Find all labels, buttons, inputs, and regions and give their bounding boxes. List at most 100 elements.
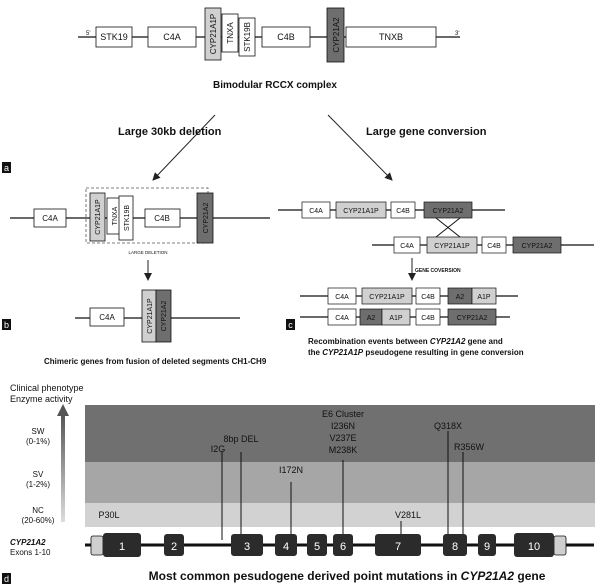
three-prime-label: 3' — [455, 31, 459, 37]
r1-c4a: C4A — [335, 294, 349, 301]
exon-9: 9 — [478, 534, 496, 556]
exon-7: 7 — [375, 534, 421, 556]
exons-label: Exons 1-10 — [10, 548, 51, 557]
r2-a2: A2 — [367, 315, 376, 322]
c-bot-c4b: C4B — [487, 243, 501, 250]
mutation-v237e: V237E — [329, 433, 356, 443]
svg-text:STK19: STK19 — [100, 32, 128, 42]
svg-text:5: 5 — [314, 541, 320, 553]
c-bot-cyp21a1p: CYP21A1P — [434, 243, 470, 250]
c-top-c4b: C4B — [396, 208, 410, 215]
exon-4: 4 — [275, 534, 297, 556]
svg-text:4: 4 — [283, 541, 289, 553]
svg-text:C4A: C4A — [99, 313, 115, 322]
gene-cyp21a1p: CYP21A1P — [204, 7, 222, 61]
enzyme-activity-header: Enzyme activity — [10, 394, 73, 404]
arrow-right — [327, 114, 393, 181]
b-gene-cyp21a2: CYP21A2 — [196, 192, 214, 244]
deletion-box — [85, 187, 209, 244]
mutation-8bp-del: 8bp DEL — [223, 434, 258, 444]
b-gene-c4a: C4A — [33, 208, 67, 228]
large-gene-conversion-label: Large gene conversion — [366, 126, 487, 138]
svg-text:STK19B: STK19B — [243, 22, 252, 52]
svg-text:8: 8 — [452, 541, 458, 553]
large-deletion-label: Large 30kb deletion — [118, 126, 222, 138]
svg-text:6: 6 — [340, 541, 346, 553]
utr-3prime — [553, 535, 567, 556]
svg-text:CYP21A1P: CYP21A1P — [209, 14, 218, 54]
panel-b-caption: Chimeric genes from fusion of deleted se… — [44, 357, 267, 366]
svg-text:3: 3 — [244, 541, 250, 553]
mutation-v281l: V281L — [395, 510, 421, 520]
panel-b-label-box — [2, 319, 11, 330]
svg-text:CYP21A2: CYP21A2 — [332, 17, 341, 53]
mutation-q318x: Q318X — [434, 421, 462, 431]
gene-cyp21a2: CYP21A2 — [326, 7, 345, 63]
svg-text:2: 2 — [171, 541, 177, 553]
panel-c-label-box — [286, 319, 295, 330]
exon-2: 2 — [164, 534, 184, 556]
svg-text:TNXA: TNXA — [226, 22, 235, 44]
svg-text:STK19B: STK19B — [124, 205, 131, 231]
b-result-cyp21a1p: CYP21A1P — [141, 289, 157, 343]
panel-d-label-box — [2, 573, 11, 584]
svg-text:TNXA: TNXA — [112, 206, 119, 225]
phenotype-sw-name: SW — [32, 427, 45, 436]
svg-text:CYP21A1P: CYP21A1P — [95, 199, 102, 235]
band-nc — [85, 503, 595, 527]
b-gene-cyp21a1p: CYP21A1P — [89, 192, 106, 242]
band-sv — [85, 462, 595, 503]
exon-10: 10 — [514, 533, 554, 557]
svg-text:7: 7 — [395, 541, 401, 553]
svg-text:1: 1 — [119, 541, 125, 553]
c-bot-c4a: C4A — [400, 243, 414, 250]
b-result-c4a: C4A — [89, 307, 125, 327]
activity-scale-arrowhead — [57, 404, 69, 416]
c-top-cyp21a1p: CYP21A1P — [343, 208, 379, 215]
panel-d: Clinical phenotype Enzyme activity SW (0… — [2, 383, 595, 584]
clinical-phenotype-header: Clinical phenotype — [10, 383, 84, 393]
panel-b-label: b — [4, 320, 9, 330]
mutation-i236n: I236N — [331, 421, 355, 431]
b-gene-stk19b: STK19B — [118, 195, 134, 241]
r2-a1p: A1P — [389, 315, 403, 322]
svg-text:C4A: C4A — [163, 32, 181, 42]
svg-text:CYP21A1P: CYP21A1P — [147, 298, 154, 334]
exon-1: 1 — [103, 533, 141, 557]
c-top-cyp21a2: CYP21A2 — [433, 208, 464, 215]
b-gene-c4b: C4B — [144, 208, 181, 228]
mutation-r356w: R356W — [454, 442, 485, 452]
svg-text:TNXB: TNXB — [379, 32, 403, 42]
panel-d-label: d — [4, 574, 9, 584]
phenotype-sv-range: (1-2%) — [26, 480, 50, 489]
r2-c4b: C4B — [421, 315, 435, 322]
arrow-left — [152, 114, 216, 181]
b-result-cyp21a2: CYP21A2 — [155, 289, 172, 343]
large-deletion-label: LARGE DELETION — [128, 250, 167, 255]
r2-c4a: C4A — [335, 315, 349, 322]
rccx-title: Bimodular RCCX complex — [213, 80, 337, 91]
c-top-c4a: C4A — [309, 208, 323, 215]
gene-stk19: STK19 — [95, 26, 133, 48]
exon-3: 3 — [231, 534, 263, 556]
phenotype-sv-name: SV — [33, 470, 44, 479]
panel-c: C4A CYP21A1P C4B CYP21A2 C4A CYP21A1P C4… — [278, 201, 594, 357]
exon-6: 6 — [333, 534, 353, 556]
phenotype-nc-range: (20-60%) — [22, 516, 55, 525]
panel-d-title: Most common pesudogene derived point mut… — [149, 569, 546, 583]
mutation-lines — [221, 431, 464, 540]
svg-text:C4B: C4B — [277, 32, 295, 42]
panel-c-caption-line1: Recombination events between CYP21A2 gen… — [308, 337, 503, 346]
panel-c-caption-line2: the CYP21A1P pseudogene resulting in gen… — [308, 348, 524, 357]
panel-b: C4A CYP21A1P TNXA STK19B C4B CYP21A2 LAR… — [2, 187, 270, 366]
mutation-m238k: M238K — [329, 445, 358, 455]
exon-5: 5 — [307, 534, 327, 556]
panel-a-label: a — [4, 163, 9, 173]
mutation-i172n: I172N — [279, 465, 303, 475]
phenotype-nc-name: NC — [32, 506, 44, 515]
gene-c4a: C4A — [147, 26, 197, 48]
svg-text:CYP21A2: CYP21A2 — [161, 301, 168, 332]
mutation-e6-cluster: E6 Cluster — [322, 409, 364, 419]
panel-a: 5' 3' STK19 C4A CYP21A1P TNXA STK19B C4B — [2, 7, 487, 181]
